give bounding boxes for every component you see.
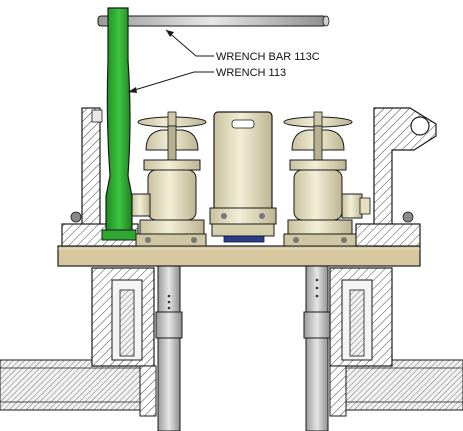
callout-wrench: WRENCH 113 — [216, 67, 286, 79]
base-plate — [57, 245, 421, 267]
side-bracket-right — [355, 107, 437, 247]
callout-wrench-bar: WRENCH BAR 113C — [216, 51, 320, 63]
wrench-bar — [97, 15, 330, 27]
floor-slab-left — [0, 359, 151, 411]
lower-housing-left — [91, 267, 157, 417]
floor-slab-right — [334, 359, 463, 411]
valve-left — [131, 111, 207, 247]
valve-right — [283, 111, 371, 247]
wrench — [101, 7, 137, 241]
leader-lines — [127, 29, 214, 93]
lower-housing-right — [329, 267, 393, 417]
lower-pipe-left — [155, 265, 183, 431]
center-cylinder — [209, 111, 277, 243]
lower-pipe-right — [303, 265, 331, 431]
